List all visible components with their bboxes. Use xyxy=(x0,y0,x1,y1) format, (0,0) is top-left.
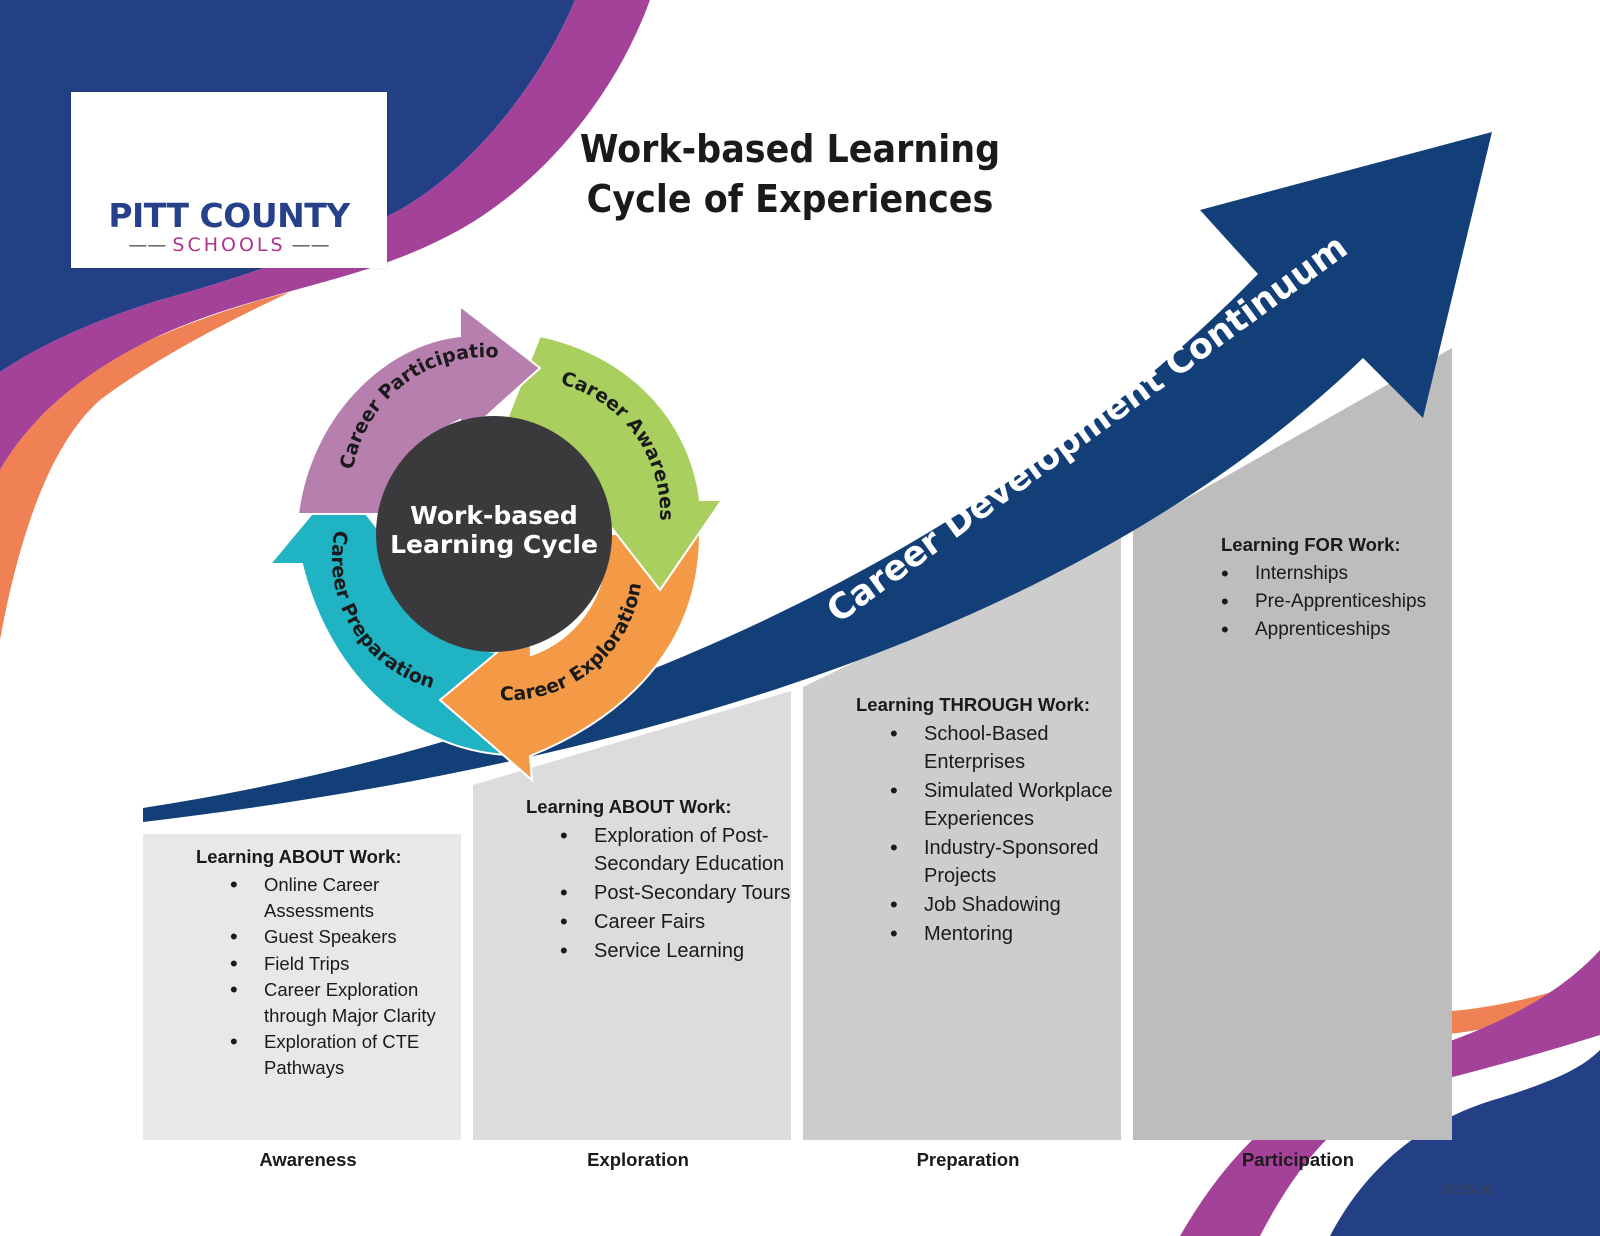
footer-code: SY25-26 xyxy=(1442,1182,1493,1197)
column-item-list: Online Career Assessments Guest Speakers… xyxy=(196,872,466,1080)
list-item: Exploration of CTE Pathways xyxy=(196,1029,466,1080)
cycle-center xyxy=(376,416,612,652)
column-awareness-text: Learning ABOUT Work: Online Career Asses… xyxy=(196,846,466,1081)
list-item: Mentoring xyxy=(856,920,1126,948)
column-heading: Learning FOR Work: xyxy=(1221,534,1401,555)
list-item: Job Shadowing xyxy=(856,891,1126,919)
list-item: Guest Speakers xyxy=(196,924,466,950)
swoosh-orange-left xyxy=(0,292,290,640)
title-line-1: Work-based Learning xyxy=(579,127,1001,171)
cycle-center-line1: Work-based xyxy=(410,501,578,530)
stage-label-awareness: Awareness xyxy=(259,1149,357,1170)
continuum-arrow xyxy=(143,132,1492,822)
column-preparation-text: Learning THROUGH Work: School-Based Ente… xyxy=(856,694,1126,949)
list-item: Career Exploration through Major Clarity xyxy=(196,977,466,1028)
list-item: Internships xyxy=(1221,560,1461,588)
list-item: Post-Secondary Tours xyxy=(526,879,796,907)
logo: PITT COUNTY —— SCHOOLS —— xyxy=(71,92,387,268)
column-exploration-text: Learning ABOUT Work: Exploration of Post… xyxy=(526,796,796,966)
list-item: Pre-Apprenticeships xyxy=(1221,588,1461,616)
list-item: Exploration of Post-Secondary Education xyxy=(526,822,796,878)
list-item: Career Fairs xyxy=(526,908,796,936)
column-item-list: Exploration of Post-Secondary Education … xyxy=(526,822,796,965)
stage-label-preparation: Preparation xyxy=(916,1149,1020,1170)
list-item: Industry-Sponsored Projects xyxy=(856,834,1126,890)
list-item: Field Trips xyxy=(196,951,466,977)
logo-name: PITT COUNTY xyxy=(108,196,350,235)
column-heading: Learning ABOUT Work: xyxy=(526,796,732,817)
logo-subtitle: —— SCHOOLS —— xyxy=(128,234,330,256)
title-line-2: Cycle of Experiences xyxy=(586,177,994,221)
swoosh-magenta-top-left xyxy=(0,0,650,470)
list-item: Simulated Workplace Experiences xyxy=(856,777,1126,833)
list-item: Service Learning xyxy=(526,937,796,965)
column-heading: Learning ABOUT Work: xyxy=(196,846,402,867)
column-item-list: Internships Pre-Apprenticeships Apprenti… xyxy=(1221,560,1461,644)
list-item: School-Based Enterprises xyxy=(856,720,1126,776)
swoosh-navy-bottom-right xyxy=(1330,1050,1600,1236)
column-item-list: School-Based Enterprises Simulated Workp… xyxy=(856,720,1126,948)
cycle-center-line2: Learning Cycle xyxy=(390,530,598,559)
list-item: Apprenticeships xyxy=(1221,616,1461,644)
page-title: Work-based Learning Cycle of Experiences xyxy=(578,124,1001,224)
stage-label-exploration: Exploration xyxy=(587,1149,689,1170)
step-participation xyxy=(1133,348,1452,1140)
stage-label-participation: Participation xyxy=(1241,1149,1355,1170)
column-heading: Learning THROUGH Work: xyxy=(856,694,1090,715)
column-participation-text: Learning FOR Work: Internships Pre-Appre… xyxy=(1221,534,1461,644)
logo-subtitle-text: SCHOOLS xyxy=(172,234,286,256)
list-item: Online Career Assessments xyxy=(196,872,466,923)
